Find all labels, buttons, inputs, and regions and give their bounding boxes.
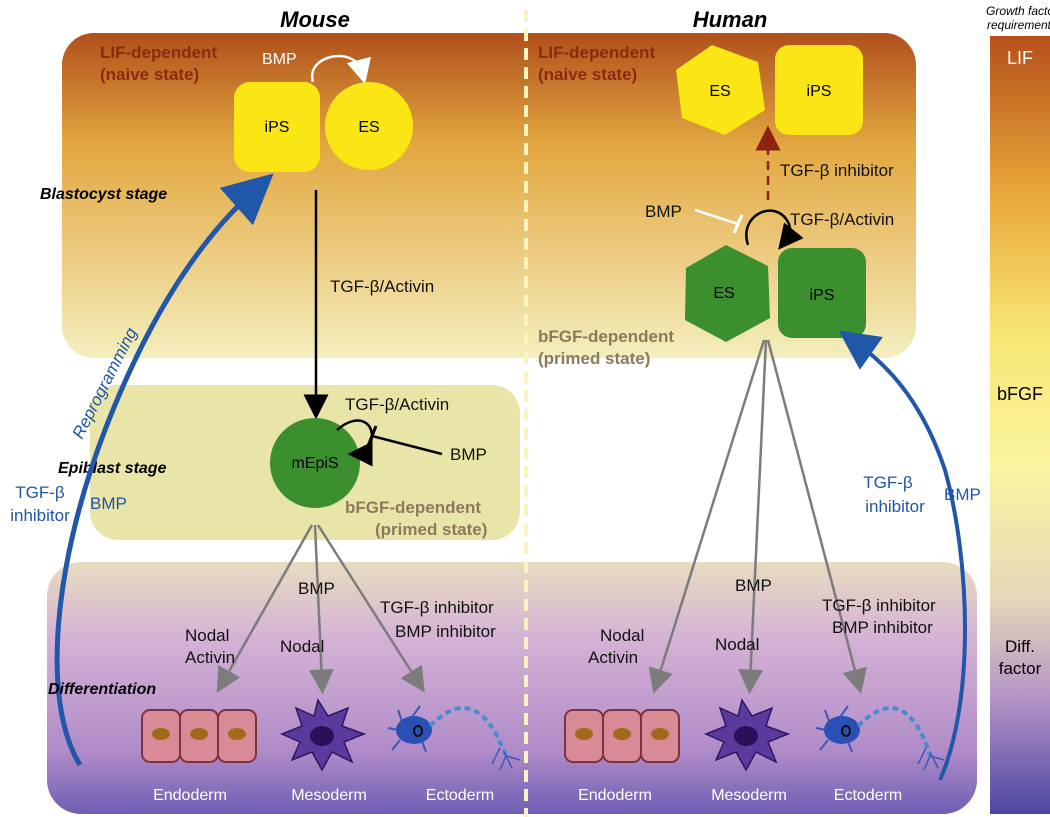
human-primed-label-line2: (primed state) (538, 349, 650, 368)
mouse-reprog-tgf-line1: TGF-β (15, 483, 65, 502)
human-endoderm-label: Endoderm (578, 787, 652, 804)
human-naive-label-line1: LIF-dependent (538, 43, 655, 62)
mouse-mepis-cell (270, 418, 360, 508)
human-bmp-inhibit-line (694, 208, 739, 226)
mouse-reprogramming-arrow (54, 173, 274, 767)
mouse-naive-label-line1: LIF-dependent (100, 43, 217, 62)
mouse-mesoderm-label: Mesoderm (291, 787, 367, 804)
mouse-primed-label-line1: bFGF-dependent (345, 498, 481, 517)
mouse-es-label: ES (358, 119, 379, 136)
mouse-diff-nodal: Nodal (280, 637, 324, 656)
mouse-ips-label: iPS (265, 119, 290, 136)
human-diff-nodal: Nodal (715, 635, 759, 654)
legend-lif: LIF (1007, 48, 1033, 68)
mouse-endoderm-label: Endoderm (153, 787, 227, 804)
mouse-differentiation-label: Differentiation (48, 681, 156, 698)
mouse-tgf-activin-loop-label: TGF-β/Activin (345, 395, 449, 414)
human-primed-label-line1: bFGF-dependent (538, 327, 674, 346)
title-human: Human (693, 7, 768, 32)
mouse-blastocyst-stage: Blastocyst stage (40, 186, 167, 203)
mouse-endoderm-cells-icon (141, 709, 257, 763)
human-es-primed-label: ES (713, 285, 734, 302)
human-endoderm-cells-icon (564, 709, 680, 763)
human-naive-label-line2: (naive state) (538, 65, 637, 84)
mouse-mesoderm-cell-icon (280, 698, 367, 772)
human-ectoderm-label: Ectoderm (834, 787, 902, 804)
mouse-diff-arrow-ectoderm (316, 524, 425, 693)
human-tgf-activin-loop-arrow (745, 209, 804, 250)
mouse-bmp-inhibit-line (371, 434, 443, 456)
mouse-diff-bmp: BMP (298, 579, 335, 598)
human-ips-primed-cell (778, 248, 866, 338)
mouse-ectoderm-neuron-icon (387, 705, 521, 771)
human-diff-arrow-endoderm (648, 339, 766, 694)
mouse-diff-arrow-mesoderm (308, 524, 334, 695)
human-mesoderm-cell-icon (704, 698, 791, 772)
mouse-diff-nodal-activin-1: Nodal (185, 626, 229, 645)
legend-gradient-bar (990, 36, 1050, 814)
mouse-bmp-loop-label: BMP (262, 51, 297, 68)
human-bmp-inhibit-label: BMP (645, 202, 682, 221)
human-reprogramming-arrow (838, 330, 967, 781)
legend-bfgf: bFGF (997, 384, 1043, 404)
human-bmp-inhibit-bar (732, 214, 744, 234)
human-reprog-tgf-line2: inhibitor (865, 497, 925, 516)
legend-diff-line2: factor (999, 659, 1042, 678)
legend-title-line1: Growth factor (986, 4, 1050, 18)
mouse-naive-label-line2: (naive state) (100, 65, 199, 84)
mouse-diff-bmp-inhibitor: BMP inhibitor (395, 622, 496, 641)
mouse-es-cell (325, 82, 413, 170)
human-ips-naive-cell (775, 45, 863, 135)
human-diff-bmp: BMP (735, 576, 772, 595)
human-ectoderm-neuron-icon (815, 705, 945, 771)
human-reprog-tgf-line1: TGF-β (863, 473, 913, 492)
mouse-tgf-activin-label: TGF-β/Activin (330, 277, 434, 296)
mouse-ectoderm-label: Ectoderm (426, 787, 494, 804)
human-diff-bmp-inhibitor: BMP inhibitor (832, 618, 933, 637)
title-mouse: Mouse (280, 7, 350, 32)
human-ips-primed-label: iPS (810, 287, 835, 304)
human-diff-nodal-activin-1: Nodal (600, 626, 644, 645)
legend-diff-line1: Diff. (1005, 637, 1035, 656)
human-es-naive-label: ES (709, 83, 730, 100)
mouse-reprog-tgf-line2: inhibitor (10, 506, 70, 525)
mouse-diff-nodal-activin-2: Activin (185, 648, 235, 667)
mouse-bmp-inhibit-bar (366, 425, 378, 447)
mouse-reprog-bmp: BMP (90, 494, 127, 513)
mouse-diff-tgf-inhibitor: TGF-β inhibitor (380, 598, 494, 617)
mouse-mepis-label: mEpiS (291, 455, 338, 472)
human-diff-arrow-mesoderm (738, 339, 768, 695)
human-es-primed-cell (685, 245, 770, 342)
human-diff-arrow-ectoderm (766, 339, 867, 695)
human-tgf-inhibitor-label: TGF-β inhibitor (780, 161, 894, 180)
mouse-ips-cell (234, 82, 320, 172)
human-es-naive-cell (676, 45, 765, 135)
human-ips-naive-label: iPS (807, 83, 832, 100)
human-diff-tgf-inhibitor: TGF-β inhibitor (822, 596, 936, 615)
mouse-bmp-loop-arrow (310, 54, 371, 85)
human-diff-nodal-activin-2: Activin (588, 648, 638, 667)
mouse-epiblast-stage: Epiblast stage (58, 460, 167, 477)
mouse-diff-arrow-endoderm (216, 524, 314, 693)
human-mesoderm-label: Mesoderm (711, 787, 787, 804)
legend-title-line2: requirements (987, 18, 1050, 32)
human-tgf-activin-loop-label: TGF-β/Activin (790, 210, 894, 229)
human-reprog-bmp: BMP (944, 485, 981, 504)
mouse-primed-label-line2: (primed state) (375, 520, 487, 539)
mouse-bmp-inhibit-label: BMP (450, 445, 487, 464)
